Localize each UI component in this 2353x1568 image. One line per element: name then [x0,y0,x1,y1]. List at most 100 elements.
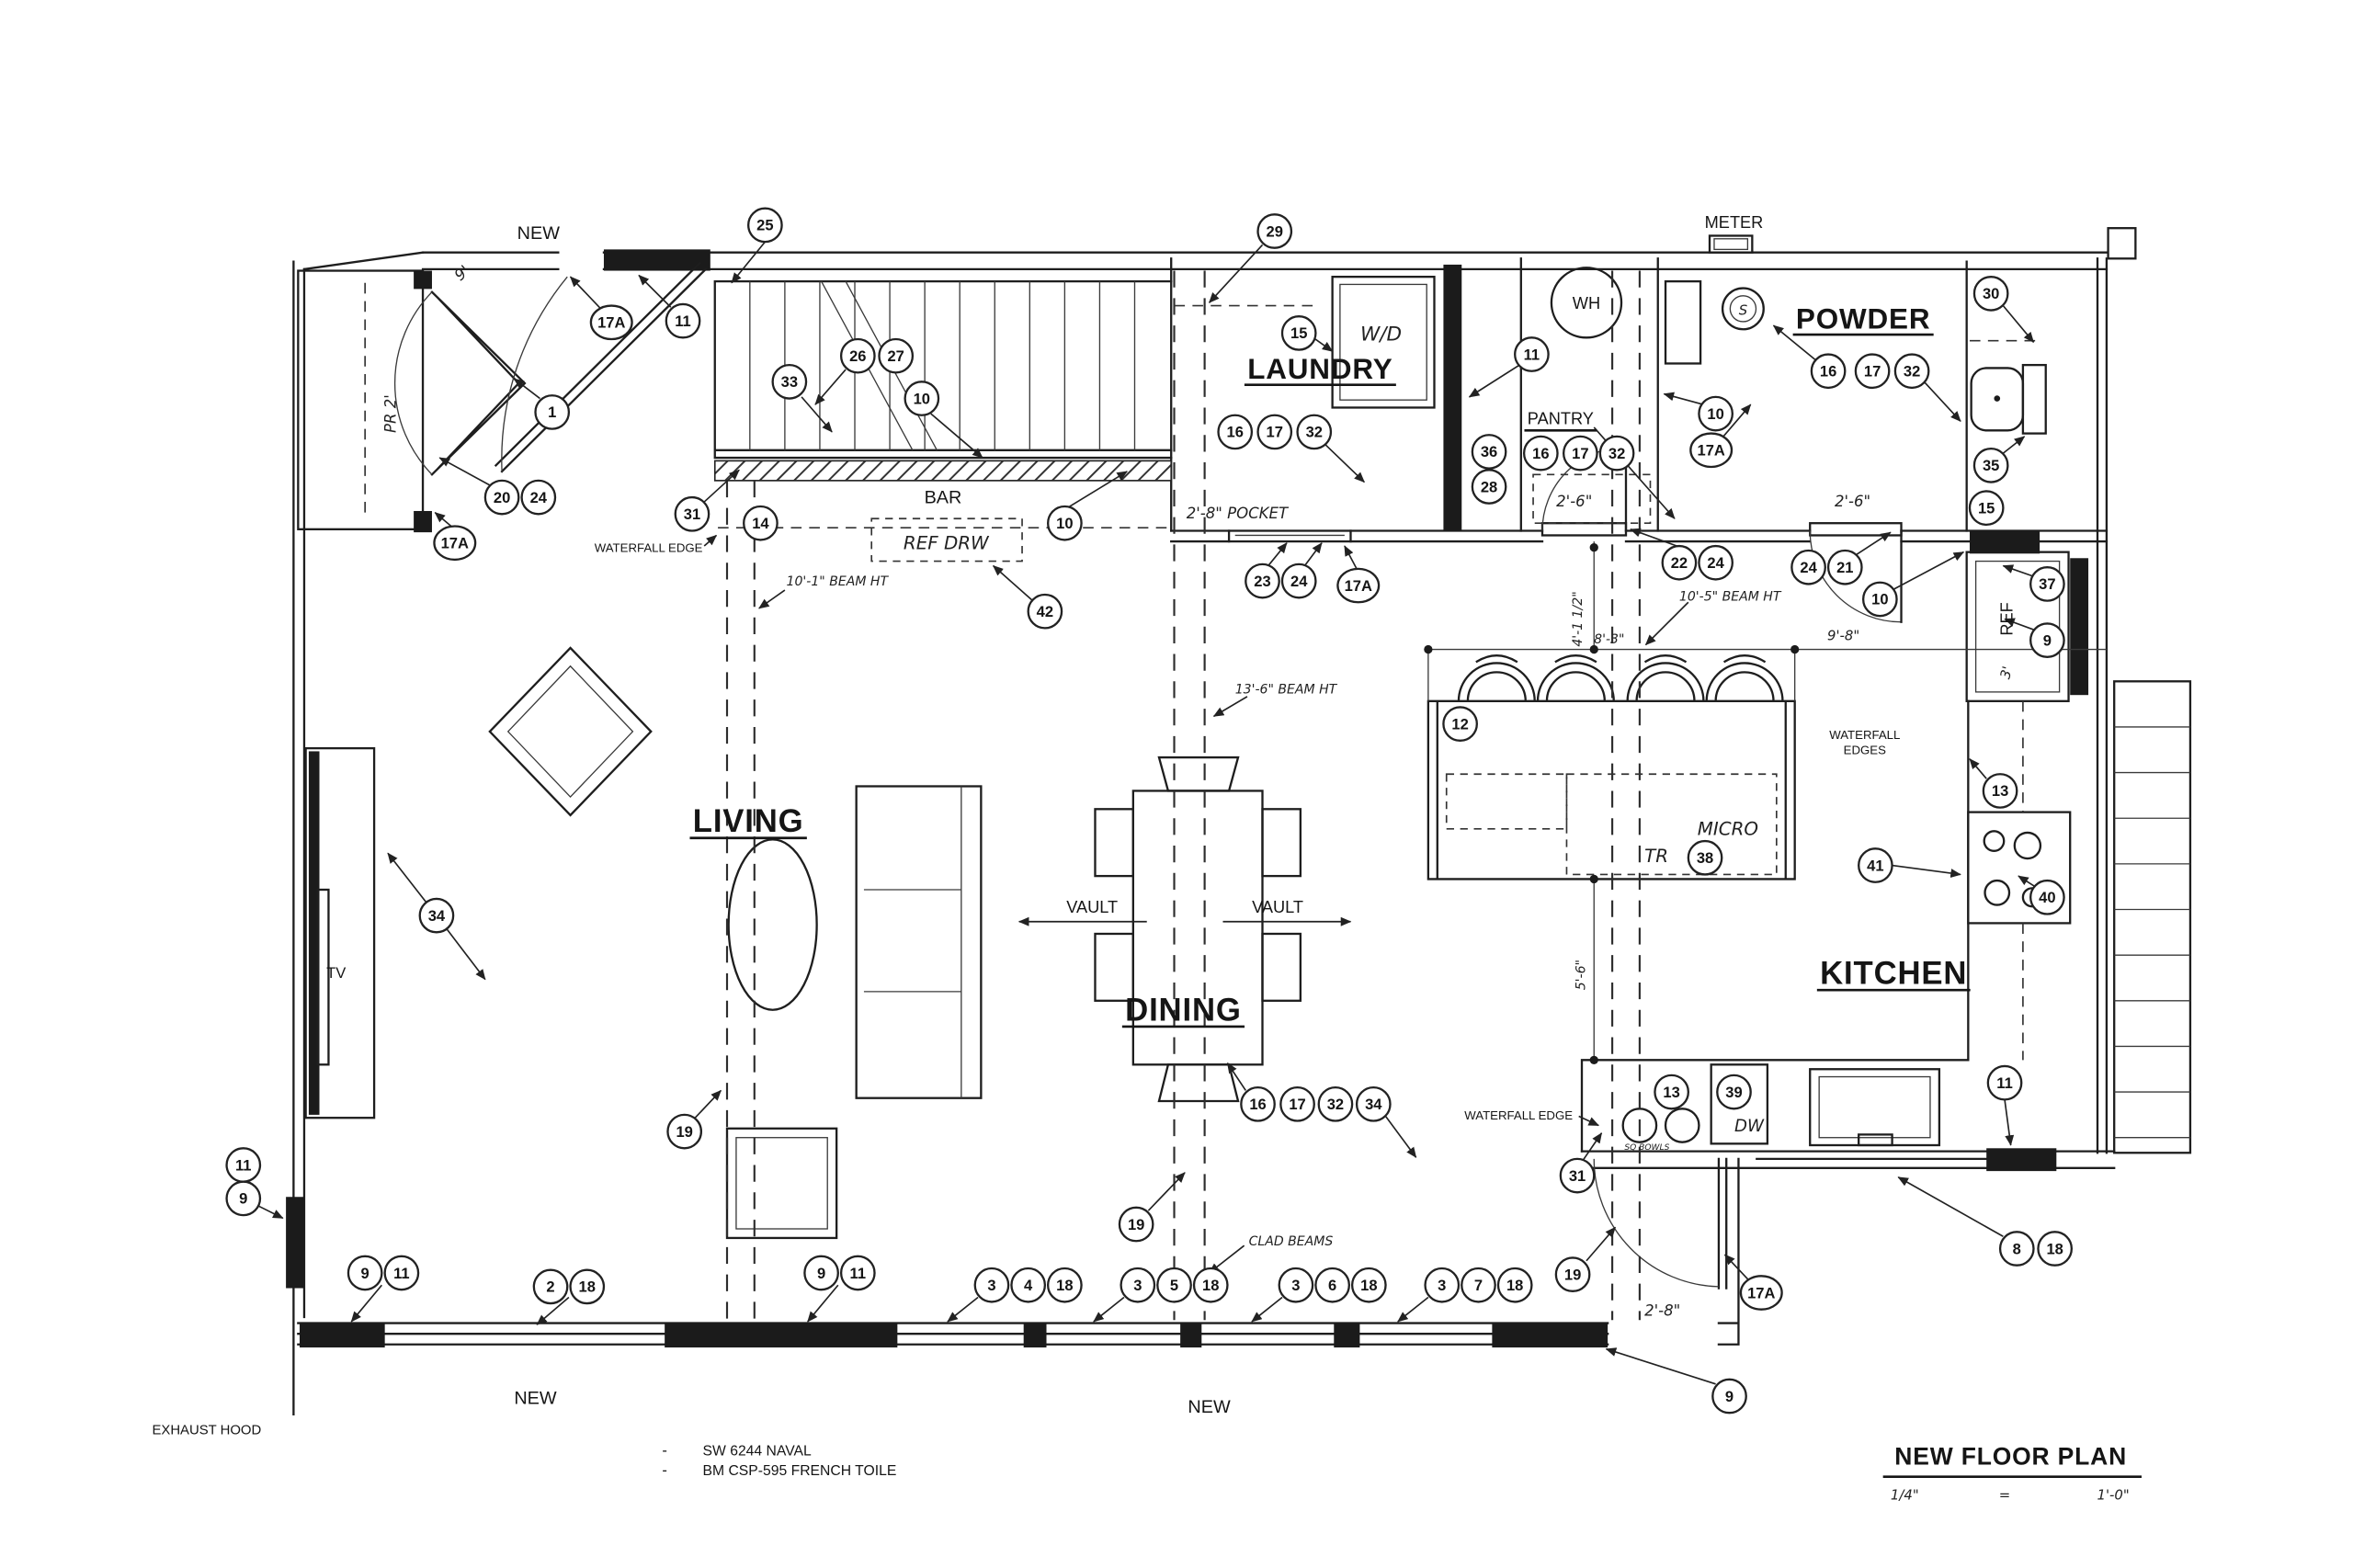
powder-vanity [1664,279,1702,365]
callout-number: 38 [1697,849,1713,867]
callout-circle [1861,581,1898,618]
callout-11: 11 [1514,336,1550,372]
callout-number: 16 [1227,424,1244,441]
callout-2: 2 [532,1268,569,1305]
leader-arrow [731,241,767,284]
label-9-8-: 9'-8" [1827,628,1859,644]
callout-circle [1854,353,1891,390]
leader-arrow [2002,305,2035,343]
callout-number: 9 [2043,631,2052,649]
callout-circle [418,897,455,934]
callout-circle [839,1255,876,1291]
callout-number: 41 [1867,857,1883,874]
scale-denominator: 1'-0" [2097,1487,2130,1504]
callout-number: 31 [684,506,700,523]
callout-circle [1496,1267,1533,1303]
callout-22: 22 [1661,544,1698,581]
range-window [1809,1068,1941,1147]
leader-arrow [1212,696,1248,718]
callout-circle [1027,593,1063,630]
callout-circle [2029,879,2065,915]
callout-number: 25 [756,217,773,234]
water-heater [1550,267,1623,339]
callout-18: 18 [569,1268,606,1305]
callout-circle [1698,395,1733,432]
label-ref-drw: REF DRW [904,532,990,553]
callout-circle [1554,1256,1591,1293]
callout-11: 11 [1986,1064,2023,1101]
callout-number: 22 [1671,554,1688,572]
entry-door [494,261,708,473]
leader-arrow [1302,542,1323,568]
label-s: S [1739,302,1747,319]
callout-circle [904,381,940,416]
label-2-6-: 2'-6" [1556,493,1592,510]
callout-number: 3 [987,1277,995,1294]
new-wall-fills [286,249,2089,1348]
callout-circle [383,1255,420,1291]
callout-circle [589,304,633,341]
dimension-dot [1589,644,1598,654]
callout-number: 9 [361,1265,369,1282]
callout-3: 3 [1424,1267,1461,1303]
callout-number: 28 [1481,478,1497,495]
callout-39: 39 [1716,1074,1752,1110]
bar-counter-hatch [713,460,1173,482]
leader-arrow [1226,1062,1246,1091]
callout-10: 10 [1698,395,1733,432]
leader-arrow [1468,364,1520,398]
callout-circle [1471,434,1507,470]
callout-14: 14 [743,505,779,541]
leader-arrow [2004,618,2034,631]
leader-arrow [1892,551,1965,591]
callout-17A: 17A [589,304,633,341]
callout-32: 32 [1317,1085,1354,1122]
callout-16: 16 [1522,435,1559,472]
callout-number: 16 [1820,363,1836,381]
callout-29: 29 [1256,213,1293,249]
leader-arrow [1892,864,1961,878]
callout-11: 11 [383,1255,420,1291]
dimension-dot [1589,1055,1598,1064]
callout-13: 13 [1654,1074,1690,1110]
callout-circle [1968,490,2005,527]
powder-door [1809,522,1903,623]
callout-circle [878,337,915,374]
scale-numerator: 1/4" [1891,1487,1919,1504]
label-dining: DINING [1125,993,1242,1028]
callout-number: 7 [1474,1277,1483,1294]
callout-number: 33 [781,373,798,391]
callout-circle [1698,544,1733,581]
title-block: NEW FLOOR PLAN 1/4" = 1'-0" [1882,1442,2142,1504]
callout-31: 31 [1559,1157,1596,1194]
callout-16: 16 [1810,353,1847,390]
callout-number: 3 [1133,1277,1142,1294]
callout-circle [1245,562,1280,599]
callout-circle [1118,1206,1154,1243]
callout-number: 32 [1608,445,1625,462]
leader-arrow [1722,403,1752,437]
leader-arrow [1093,1296,1125,1323]
callout-circle [839,337,876,374]
label-3-: 3' [1996,665,2016,681]
callout-circle [1314,1267,1350,1303]
callout-circle [1355,1085,1392,1122]
label-vault: VAULT [1066,898,1118,916]
callout-circle [1661,544,1698,581]
callout-3: 3 [1120,1267,1156,1303]
callout-number: 3 [1291,1277,1300,1294]
label-w-d: W/D [1360,324,1402,347]
leader-arrow [2018,875,2036,888]
callout-15: 15 [1968,490,2005,527]
callout-20: 20 [483,479,520,516]
note-bullet-1: - [662,1442,667,1460]
leader-arrow [1251,1296,1283,1323]
callout-circle [973,1267,1010,1303]
leader-arrow [513,378,540,400]
callout-number: 39 [1725,1084,1742,1101]
callout-number: 30 [1983,285,1999,302]
callout-27: 27 [878,337,915,374]
callout-18: 18 [2037,1231,2074,1267]
callout-11: 11 [839,1255,876,1291]
callout-number: 1 [548,403,556,421]
